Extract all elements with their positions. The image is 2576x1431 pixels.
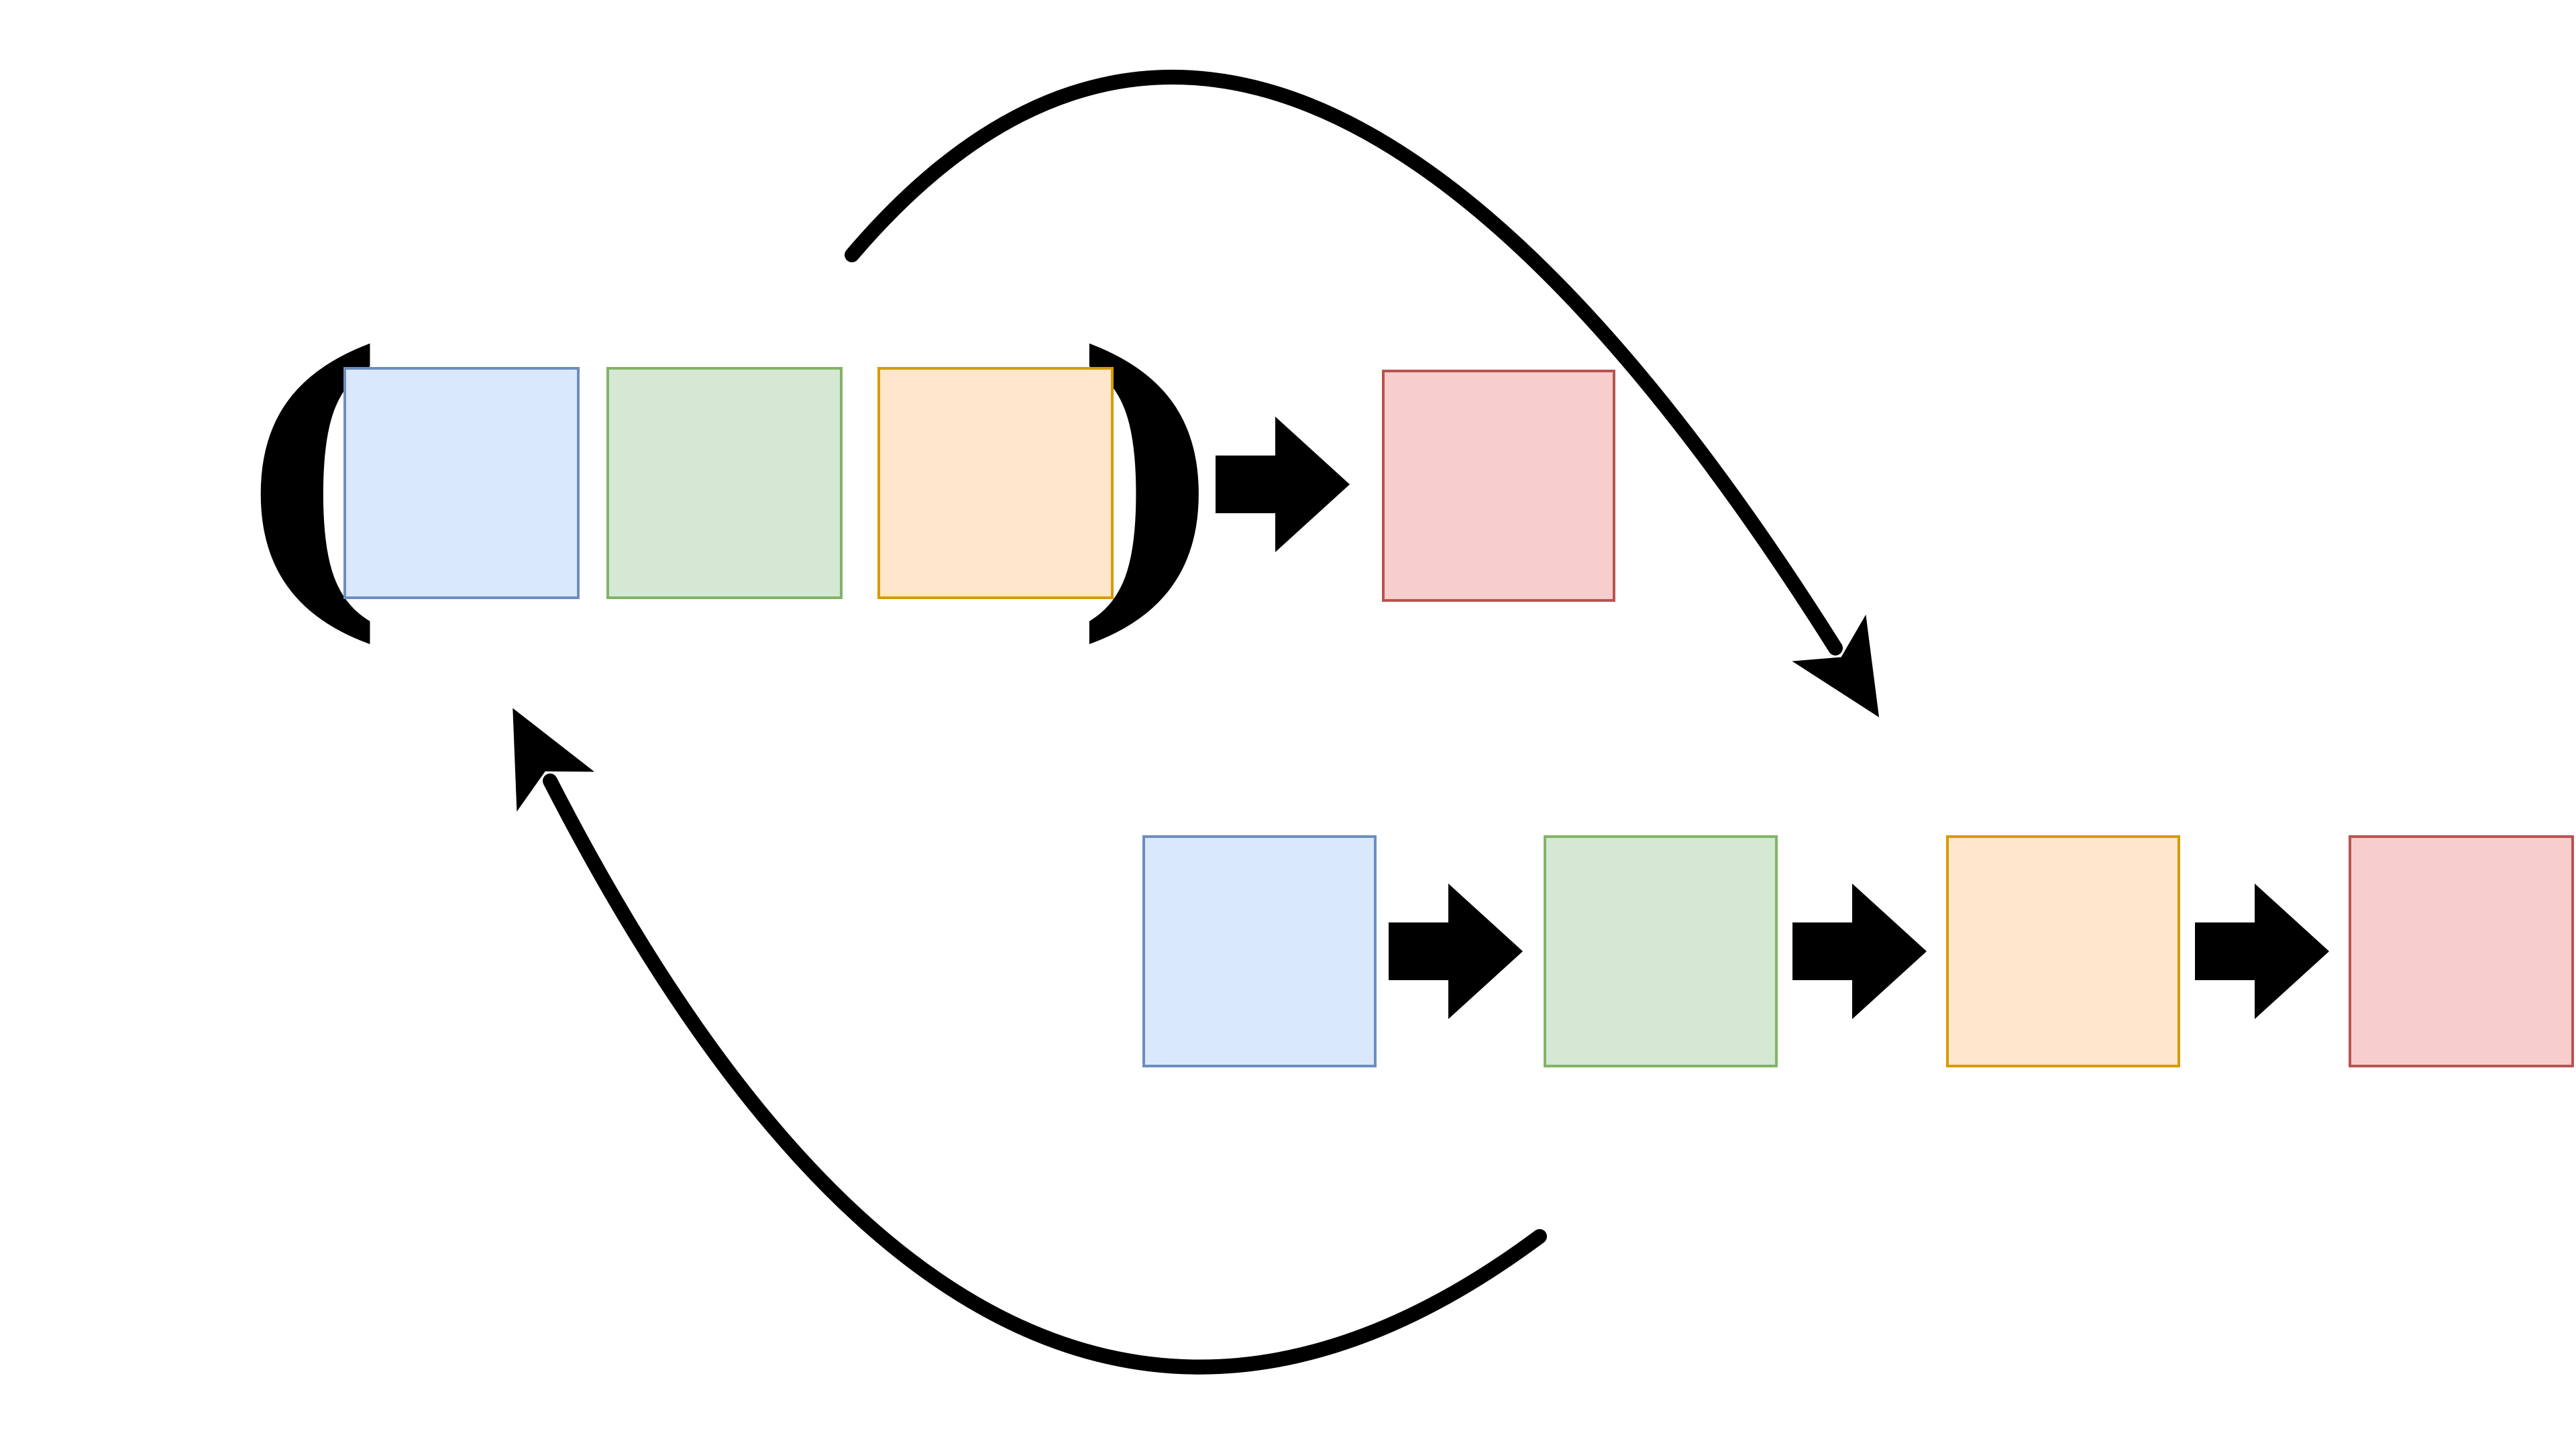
block-arrow-right-icon-step-3 [2195, 884, 2329, 1019]
open-paren: ( [232, 289, 384, 668]
square-green-unrolled [1544, 835, 1778, 1067]
block-arrow-right-icon-tuple-result [1216, 417, 1350, 552]
square-orange-unrolled [1946, 835, 2180, 1067]
curved-arrow-top-icon [845, 69, 1880, 718]
curved-arrow-bottom-icon [513, 708, 1547, 1375]
unrolled-sequence [1142, 835, 2574, 1067]
tuple-to-result-connector [1216, 417, 1350, 552]
grouped-tuple [343, 367, 1114, 599]
square-blue-unrolled [1142, 835, 1377, 1067]
square-orange-grouped [877, 367, 1114, 599]
tuple-result [1382, 370, 1615, 602]
block-arrow-right-icon-step-2 [1792, 884, 1927, 1019]
block-arrow-right-icon-step-1 [1389, 884, 1523, 1019]
square-green-grouped [606, 367, 843, 599]
close-paren: ) [1075, 289, 1227, 668]
square-blue-grouped [343, 367, 580, 599]
square-red-result [1382, 370, 1615, 602]
square-red-unrolled [2349, 835, 2574, 1067]
